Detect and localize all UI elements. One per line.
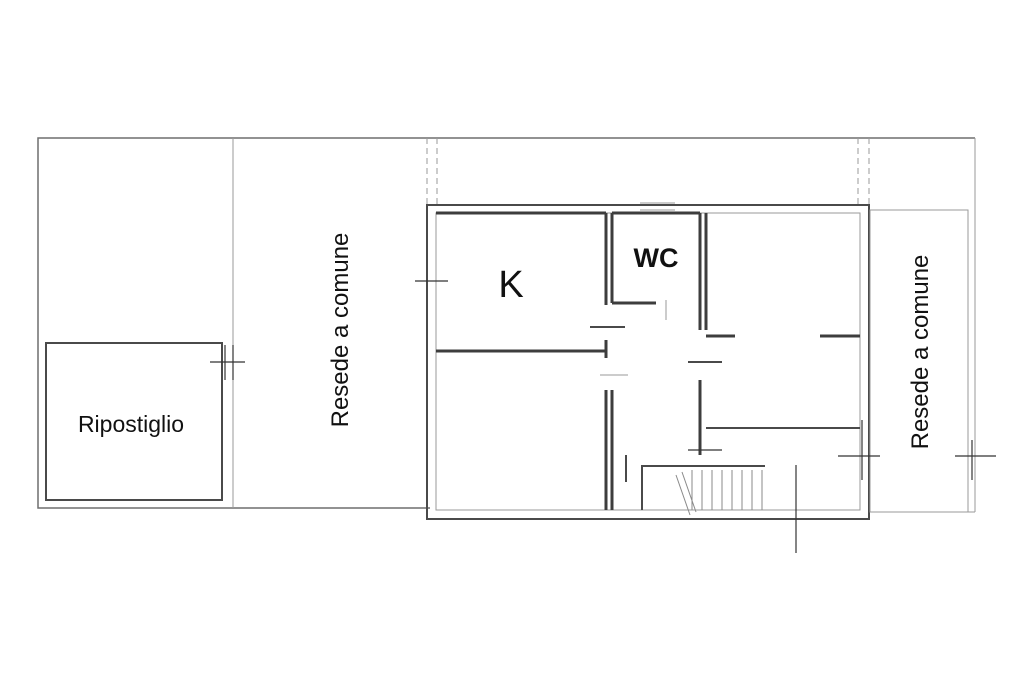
- interior-walls: [436, 202, 860, 510]
- dashed-lines: [426, 138, 870, 205]
- wc-label: WC: [634, 243, 679, 273]
- storage-label: Ripostiglio: [78, 411, 184, 437]
- section-markers: [210, 280, 996, 553]
- site-boundary: [37, 137, 976, 513]
- shared-yard-right-label: Resede a comune: [907, 255, 934, 450]
- shared-yard-left-label: Resede a comune: [327, 233, 354, 428]
- right-yard: [869, 209, 969, 513]
- staircase: [641, 465, 765, 516]
- storage-room: [45, 342, 223, 501]
- kitchen-label: K: [498, 264, 523, 306]
